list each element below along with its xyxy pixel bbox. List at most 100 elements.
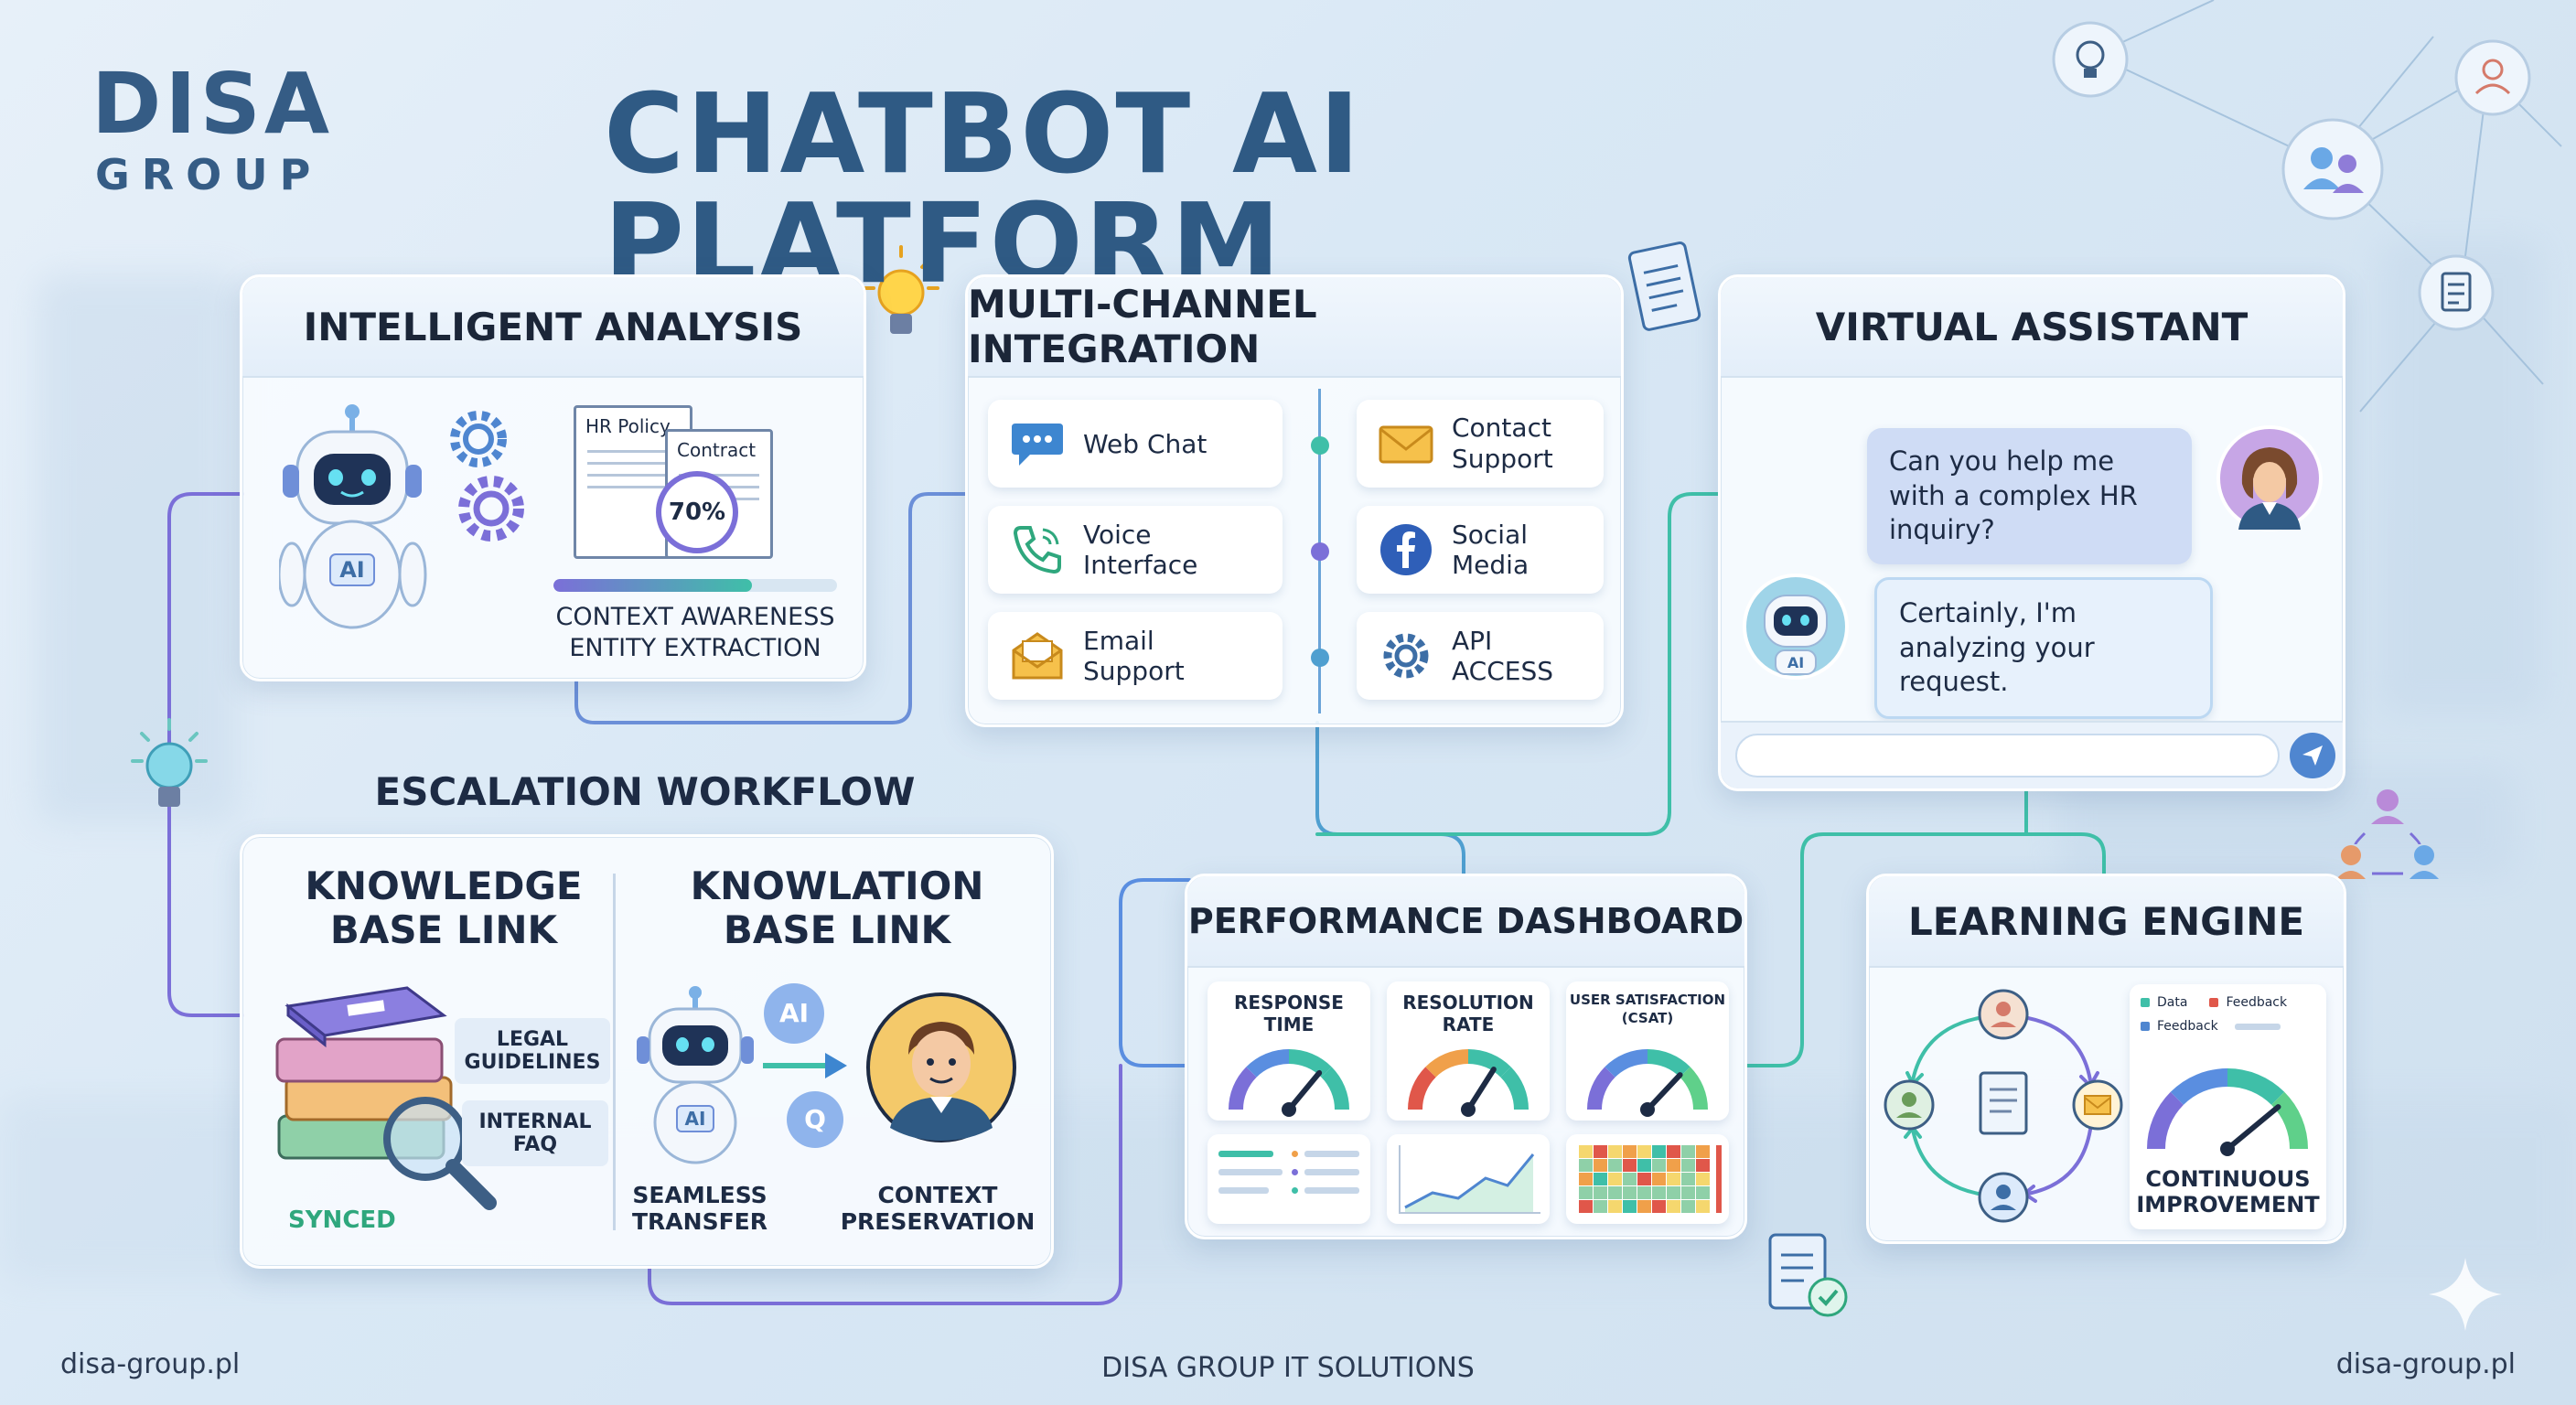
gauge-segment: [1680, 1067, 1708, 1110]
envelope-open-icon: [1012, 632, 1063, 680]
heatmap-cell: [1652, 1173, 1666, 1185]
robot-badge: AI: [339, 557, 365, 583]
channel-label: Contact Support: [1452, 413, 1553, 474]
ai-speech-bubble: AI: [764, 983, 824, 1044]
robot-badge: AI: [684, 1108, 706, 1130]
intelligent-analysis-panel: INTELLIGENT ANALYSIS AI HR Policy Contra…: [240, 274, 866, 681]
heatmap-cell: [1696, 1200, 1710, 1213]
caption-line: CONTINUOUS: [2145, 1166, 2311, 1192]
channel-social-media[interactable]: Social Media: [1357, 506, 1604, 594]
gauge-chart: [1587, 1049, 1708, 1117]
user-node-icon: [1978, 989, 2029, 1040]
heatmap-cell: [1696, 1145, 1710, 1158]
heatmap-cell: [1652, 1159, 1666, 1172]
feedback-legend-swatch: [2209, 998, 2219, 1007]
heatmap-cell: [1696, 1186, 1710, 1199]
footer-left-link[interactable]: disa-group.pl: [60, 1348, 241, 1380]
heatmap-cell: [1667, 1200, 1680, 1213]
knowlation-base-title-line: BASE LINK: [723, 907, 951, 953]
tag-legal-guidelines: LEGAL GUIDELINES: [455, 1018, 610, 1084]
improvement-card: Data Feedback Feedback CONTINUOUS IMPROV…: [2130, 984, 2326, 1229]
send-button[interactable]: [2290, 733, 2335, 778]
channel-email-support[interactable]: Email Support: [988, 612, 1283, 700]
heatmap-cell: [1681, 1159, 1695, 1172]
gauge-segment: [1500, 1067, 1529, 1110]
footer-right-link[interactable]: disa-group.pl: [2335, 1348, 2516, 1380]
gauge-needle: [2225, 1104, 2281, 1152]
gauge-segment: [1288, 1049, 1332, 1078]
gauge-needle: [1286, 1069, 1323, 1112]
heatmap-cell: [1637, 1200, 1651, 1213]
channel-dot: [1311, 436, 1329, 455]
channel-label: Social Media: [1452, 520, 1530, 580]
heatmap-cell: [1608, 1173, 1622, 1185]
gauge-hub: [1461, 1102, 1476, 1117]
heatmap-cell: [1667, 1173, 1680, 1185]
gauge-segment: [1605, 1049, 1648, 1078]
gauge-label: (CSAT): [1621, 1010, 1674, 1026]
gauge-hub: [2220, 1142, 2235, 1156]
heatmap-cell: [1637, 1186, 1651, 1199]
gauge-card: USER SATISFACTION(CSAT): [1566, 981, 1729, 1121]
gauge-hub: [1282, 1102, 1296, 1117]
context-progress-bar: [553, 579, 837, 592]
heatmap-scale: [1716, 1145, 1722, 1213]
tag-label: GUIDELINES: [464, 1051, 601, 1074]
channel-api-access[interactable]: API ACCESS: [1357, 612, 1604, 700]
brand-logo: DISA GROUP: [91, 62, 333, 200]
entity-extraction-label: ENTITY EXTRACTION: [569, 634, 821, 662]
tag-label: LEGAL: [496, 1027, 569, 1051]
learning-cycle-diagram: [1884, 989, 2123, 1223]
ai-bubble-label: AI: [778, 997, 810, 1028]
gauge-needle: [1645, 1072, 1683, 1112]
gauge-segment: [1321, 1067, 1349, 1110]
heatmap-cell: [1594, 1145, 1607, 1158]
agent-avatar: [866, 992, 1016, 1142]
channel-voice-interface[interactable]: Voice Interface: [988, 506, 1283, 594]
channel-contact-support[interactable]: Contact Support: [1357, 400, 1604, 488]
context-awareness-label: CONTEXT AWARENESS: [555, 603, 835, 631]
bot-message-bubble: Certainly, I'm analyzing your request.: [1874, 577, 2213, 720]
thumbs-up-icon: [2141, 1022, 2150, 1031]
gear-icon: [1383, 633, 1429, 679]
tag-label: FAQ: [512, 1133, 558, 1156]
knowlation-base-title-line: KNOWLATION: [690, 863, 984, 908]
bot-avatar-badge: AI: [1787, 654, 1805, 671]
knowledge-base-title: KNOWLEDGE BASE LINK: [270, 863, 617, 953]
sparkle-icon: [2429, 1258, 2502, 1331]
seamless-transfer-label: SEAMLESS TRANSFER: [627, 1182, 773, 1236]
percent-badge: 70%: [656, 471, 738, 553]
envelope-node-icon: [2072, 1079, 2123, 1131]
books-icon: [275, 986, 497, 1210]
heatmap-cell: [1652, 1145, 1666, 1158]
lightbulb-icon: [131, 718, 208, 807]
user-node-icon: [1884, 1079, 1935, 1131]
bot-avatar: [1743, 574, 1849, 680]
channel-web-chat[interactable]: Web Chat: [988, 400, 1283, 488]
trend-widget: [1387, 1134, 1550, 1224]
list-widget: [1208, 1134, 1370, 1224]
heatmap-cell: [1637, 1173, 1651, 1185]
legend-data-label: Data: [2157, 995, 2188, 1010]
gauge-label: RATE: [1442, 1014, 1495, 1035]
channel-dot: [1311, 542, 1329, 561]
escalation-divider: [613, 874, 616, 1230]
heatmap-cell: [1594, 1200, 1607, 1213]
user-node-icon: [1978, 1172, 2029, 1223]
robot-icon: [279, 404, 524, 629]
gauge-segment: [1229, 1067, 1257, 1110]
legend-row: Feedback: [2141, 1019, 2281, 1034]
gauge-segment: [2147, 1091, 2184, 1150]
gauge-hub: [1640, 1102, 1655, 1117]
heatmap-cell: [1594, 1159, 1607, 1172]
channel-label: Voice Interface: [1083, 520, 1198, 580]
knowlation-base-title: KNOWLATION BASE LINK: [645, 863, 1029, 953]
gauge-segment: [2170, 1068, 2228, 1106]
gauge-needle: [1465, 1067, 1497, 1112]
heatmap-cell: [1652, 1200, 1666, 1213]
heatmap-cell: [1667, 1145, 1680, 1158]
knowledge-base-title-line: BASE LINK: [329, 907, 558, 953]
heatmap-cell: [1696, 1173, 1710, 1185]
legend-row: Data Feedback: [2141, 995, 2287, 1010]
chat-input[interactable]: [1735, 734, 2280, 778]
